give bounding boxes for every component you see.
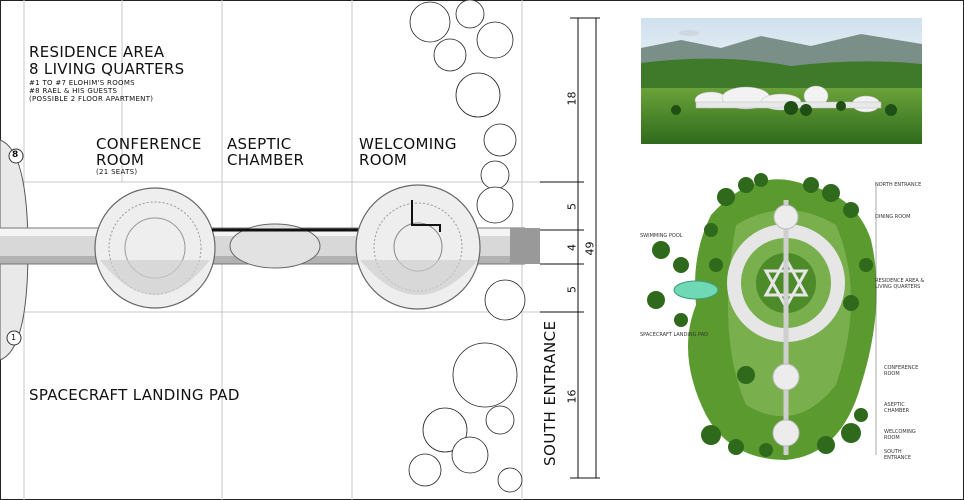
site-label-dining-room: DINING ROOM [875,214,911,220]
dimension-18: 18 [565,91,579,106]
welcoming-label-2: ROOM [359,151,408,169]
dimension-49: 49 [583,241,597,256]
residence-note-3: (POSSIBLE 2 FLOOR APARTMENT) [29,95,154,103]
site-label-swimming-pool: SWIMMING POOL [640,233,683,239]
conference-label-2: ROOM [96,151,145,169]
south-entrance-label: SOUTH ENTRANCE [541,320,559,466]
residence-note-1: #1 TO #7 ELOHIM'S ROOMS [29,79,135,87]
site-label-welcoming: WELCOMING ROOM [884,429,916,441]
site-label-north-entrance: NORTH ENTRANCE [875,182,922,188]
site-plan [636,155,956,470]
site-label-aseptic: ASEPTIC CHAMBER [884,402,910,414]
site-label-conference: CONFERENCE ROOM [884,365,919,377]
dimension-4: 4 [565,244,579,251]
conference-label-1: CONFERENCE [96,135,202,153]
dimension-16: 16 [565,389,579,404]
site-label-landing-pad: SPACECRAFT LANDING PAD [640,332,709,338]
welcoming-label-1: WELCOMING [359,135,457,153]
site-label-residence: RESIDENCE AREA & LIVING QUARTERS [875,278,925,290]
aseptic-label-1: ASEPTIC [227,135,292,153]
dimension-5-top: 5 [565,203,579,210]
site-rendering-photo [641,18,922,144]
residence-title: RESIDENCE AREA [29,43,165,61]
residence-note-2: #8 RAEL & HIS GUESTS [29,87,118,95]
aseptic-label-2: CHAMBER [227,151,305,169]
site-label-south-entrance: SOUTH ENTRANCE [884,449,912,461]
room-number-8: 8 [12,150,19,160]
room-number-1: 1 [11,333,17,342]
landing-pad-label: SPACECRAFT LANDING PAD [29,386,240,404]
residence-subtitle: 8 LIVING QUARTERS [29,60,185,78]
dimension-5-bottom: 5 [565,286,579,293]
architectural-plan [0,0,600,500]
conference-seats: (21 SEATS) [96,168,138,176]
